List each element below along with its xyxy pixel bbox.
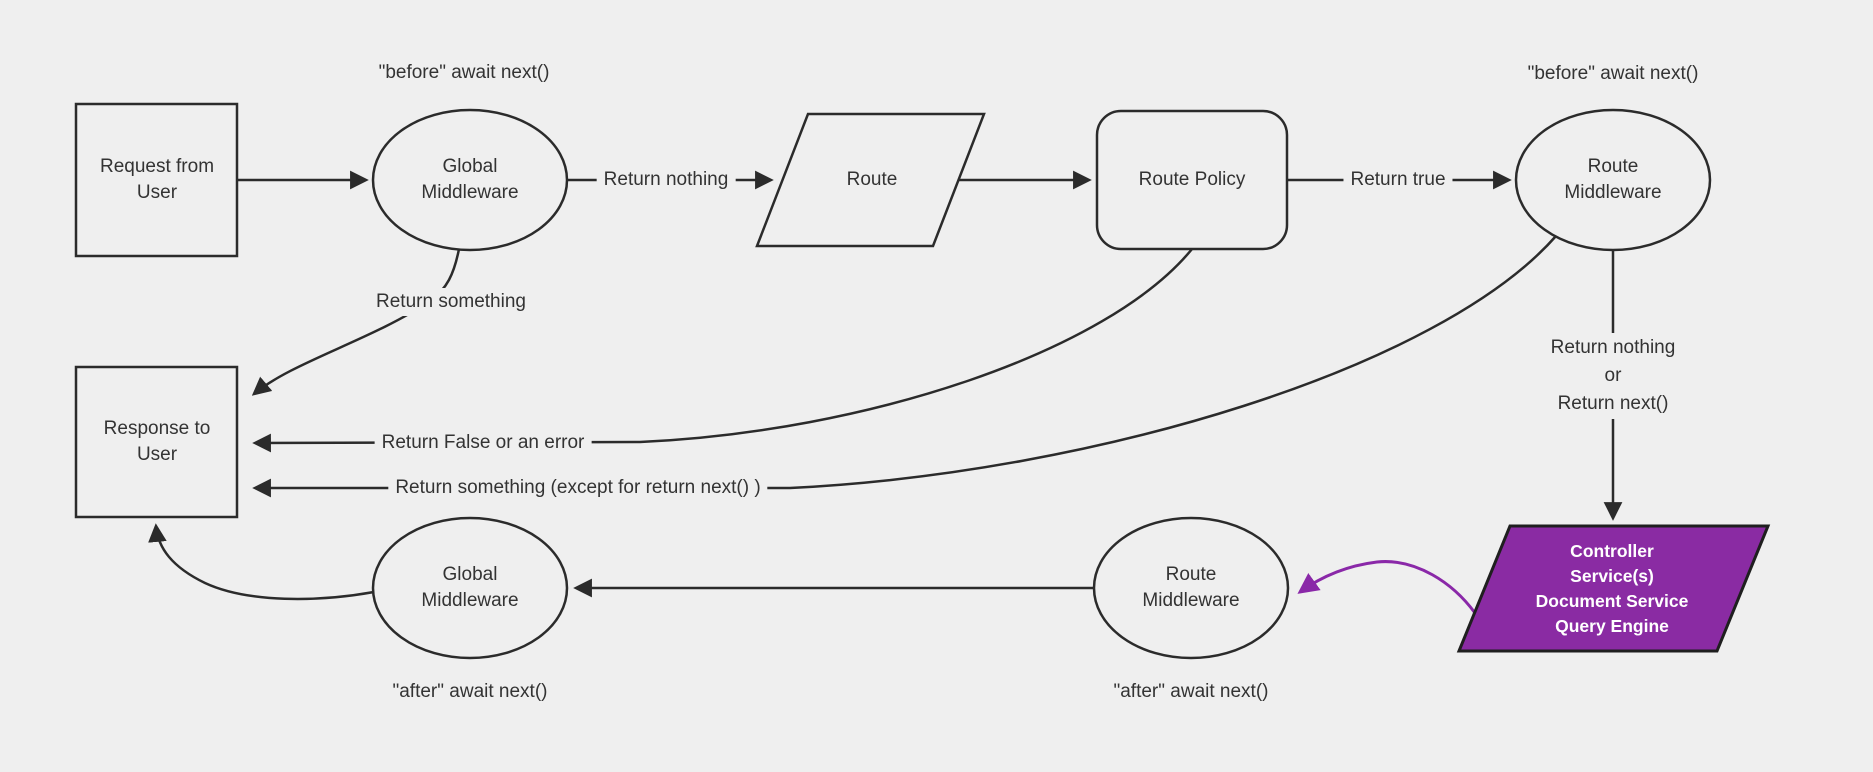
edge-label-return-false-or-error: Return False or an error <box>374 429 592 457</box>
node-global-middleware-bottom-label: Global Middleware <box>421 564 519 611</box>
annotation-before-global-middleware: "before" await next() <box>378 62 550 83</box>
node-request-label: Request from User <box>99 156 215 203</box>
node-global-middleware-bottom-shape <box>371 516 569 660</box>
node-global-middleware-top-shape <box>371 108 569 252</box>
node-route-policy-shape <box>1095 109 1289 251</box>
node-route-middleware-bottom-shape <box>1092 516 1290 660</box>
edge-services-to-route-mw-bottom <box>1297 560 1477 614</box>
edge-route-mw-to-response <box>252 235 1557 498</box>
node-request-shape <box>74 102 239 258</box>
edge-global-mw-bottom-to-response <box>148 523 375 601</box>
node-response-label: Response to User <box>103 418 211 465</box>
annotation-after-route-middleware: "after" await next() <box>1113 681 1269 702</box>
node-controller-services-label: Controller Service(s) Document Service Q… <box>1535 541 1689 636</box>
node-controller-services-shape <box>1456 524 1771 653</box>
node-route-policy-label: Route Policy <box>1138 169 1246 190</box>
node-route-middleware-top-label: Route Middleware <box>1564 156 1662 203</box>
node-route-label: Route <box>846 169 898 190</box>
edge-label-return-nothing: Return nothing <box>596 166 736 194</box>
annotation-after-global-middleware: "after" await next() <box>392 681 548 702</box>
node-response-shape <box>74 365 239 519</box>
node-global-middleware-top-label: Global Middleware <box>421 156 519 203</box>
edge-global-mw-to-response <box>251 248 461 396</box>
node-route-middleware-top-shape <box>1514 108 1712 252</box>
edge-label-return-something-except: Return something (except for return next… <box>388 474 768 502</box>
edge-route-policy-to-response <box>252 248 1193 453</box>
annotation-before-route-middleware: "before" await next() <box>1527 63 1699 84</box>
node-route-shape <box>755 112 986 248</box>
edge-label-return-nothing-or-next: Return nothing or Return next() <box>1543 333 1683 419</box>
node-route-middleware-bottom-label: Route Middleware <box>1142 564 1240 611</box>
edge-label-return-something: Return something <box>369 288 533 316</box>
edge-label-return-true: Return true <box>1343 166 1453 194</box>
